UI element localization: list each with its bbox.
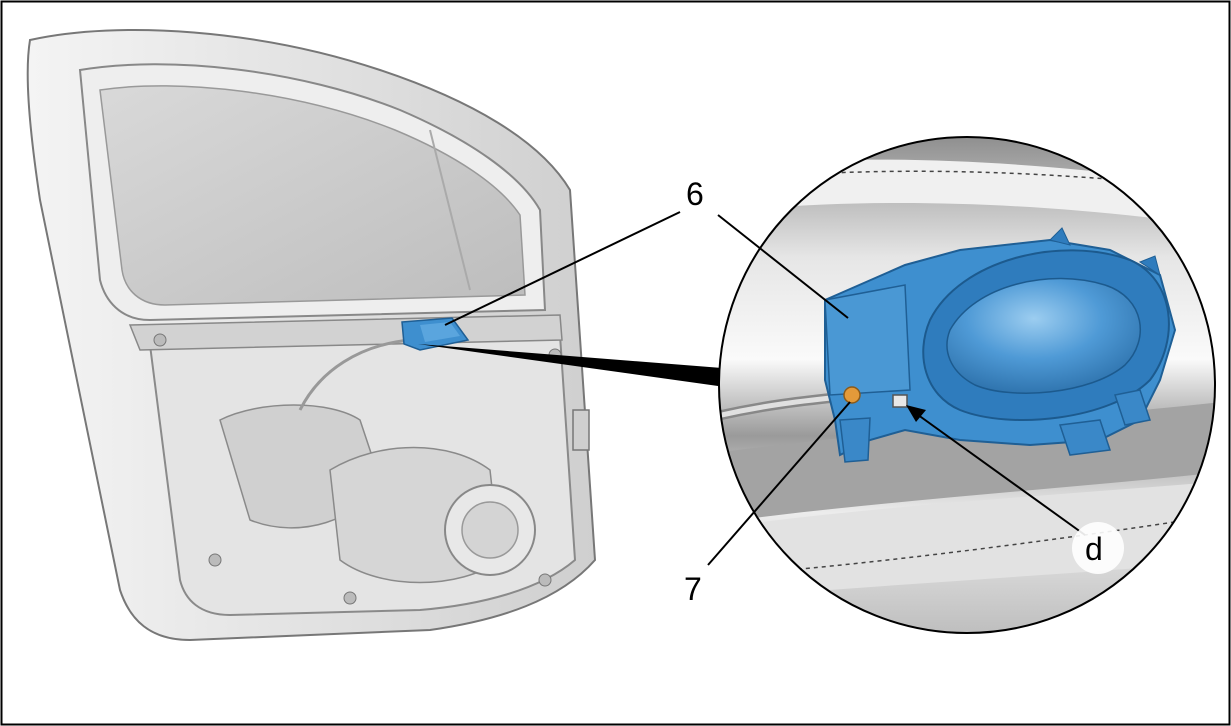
fastener-7: [843, 386, 861, 404]
callout-7-label: 7: [684, 571, 702, 607]
callout-7: 7: [684, 401, 851, 607]
callout-d-label: d: [1085, 531, 1103, 567]
detail-view: [718, 136, 1216, 634]
door-handle-small: [401, 317, 470, 351]
window-glass: [99, 85, 526, 306]
callout-6-label: 6: [686, 176, 704, 212]
callout-6: 6: [444, 176, 849, 326]
inner-handle-assembly: [824, 227, 1177, 463]
callout-d: d: [906, 405, 1124, 574]
door-panel: [26, 29, 597, 642]
zoom-connector: [418, 344, 722, 386]
clip-d: [892, 394, 908, 408]
